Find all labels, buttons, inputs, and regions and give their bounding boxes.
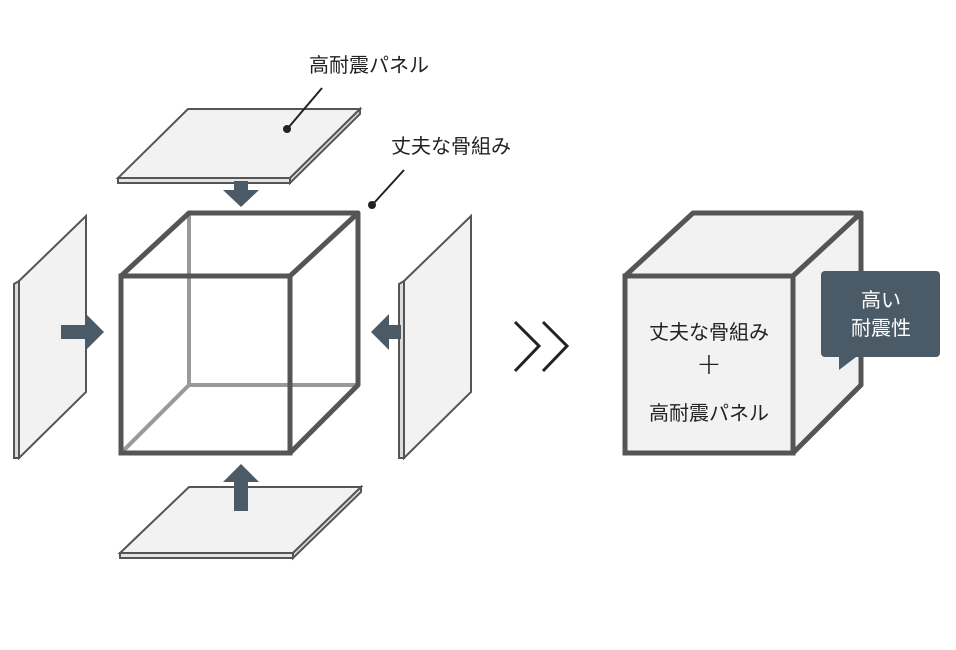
frame-cube — [118, 210, 361, 456]
left-panel — [13, 213, 87, 461]
frame-label: 丈夫な骨組み — [391, 134, 511, 158]
top-panel — [115, 106, 363, 186]
arrow-down-icon — [223, 181, 259, 207]
panel-label: 高耐震パネル — [309, 53, 429, 77]
double-chevron-right-icon — [513, 320, 570, 373]
arrow-up-icon — [223, 464, 259, 511]
arrow-right-icon — [61, 314, 104, 350]
result-panel-text: 高耐震パネル — [649, 401, 769, 425]
frame-leader-line — [368, 169, 405, 209]
speech-bubble — [821, 271, 940, 370]
panel-leader-line — [283, 87, 323, 133]
right-panel — [398, 213, 472, 461]
result-plus: + — [696, 347, 722, 382]
result-frame-text: 丈夫な骨組み — [649, 320, 769, 344]
bubble-line-2: 耐震性 — [851, 316, 911, 340]
bubble-line-1: 高い — [861, 288, 901, 312]
bottom-panel — [117, 484, 364, 561]
bubble-text: 高い 耐震性 — [823, 286, 939, 342]
arrow-left-icon — [371, 314, 401, 350]
